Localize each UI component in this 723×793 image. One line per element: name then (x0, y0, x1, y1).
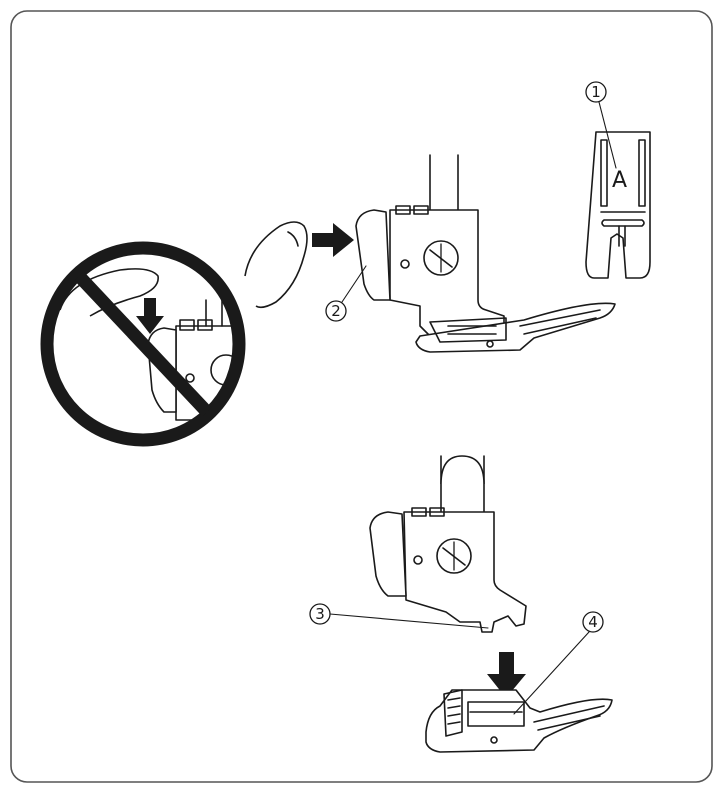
prohibition-icon (40, 241, 246, 447)
frame-border (10, 10, 713, 783)
callout-1: 1 (585, 81, 617, 169)
presser-foot-bottom-illustration (425, 689, 613, 753)
callout-3: 3 (309, 603, 489, 629)
callout-4: 4 (513, 611, 604, 715)
presser-holder-top-illustration (355, 154, 616, 353)
finger-illustration (244, 221, 308, 309)
arrow-right-icon (312, 223, 354, 257)
callout-1-number: 1 (591, 83, 601, 101)
callout-2-number: 2 (331, 302, 341, 320)
foot-letter-label: A (612, 168, 627, 193)
callout-3-number: 3 (315, 605, 325, 623)
presser-foot-a-illustration: A (585, 131, 651, 279)
callout-2: 2 (325, 265, 367, 322)
arrow-down-icon (487, 652, 526, 698)
presser-holder-bottom-illustration (369, 455, 527, 633)
callout-4-number: 4 (588, 613, 598, 631)
